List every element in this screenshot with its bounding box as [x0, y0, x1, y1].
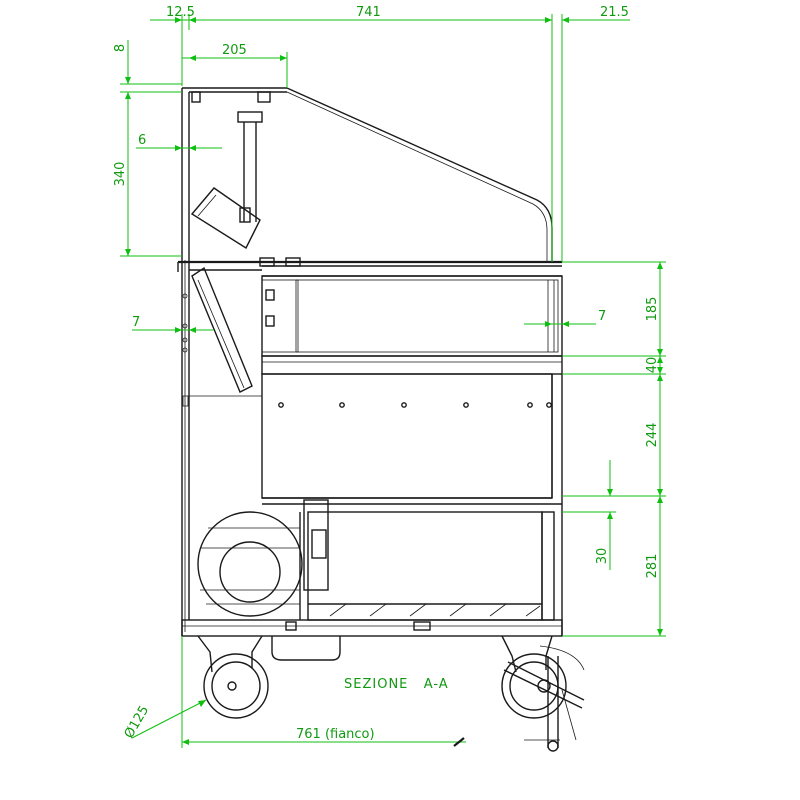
dim-overall-width: 741	[356, 5, 381, 20]
dim-bottom-height: 281	[645, 554, 660, 579]
section-title: SEZIONE A-A	[344, 677, 449, 692]
dim-wheel-diameter: Ø125	[122, 703, 153, 741]
dim-top-left-offset: 12.5	[166, 5, 195, 20]
left-caster	[197, 635, 269, 719]
dim-left-thickness: 7	[132, 315, 140, 330]
dim-tank-height: 185	[645, 297, 660, 322]
tilted-panel	[189, 266, 262, 393]
counter-top	[177, 257, 562, 277]
dim-glass-offset: 6	[138, 133, 146, 148]
dim-canopy-width: 205	[222, 43, 247, 58]
middle-compartment	[189, 373, 563, 636]
right-caster	[501, 635, 585, 752]
lower-compartment	[303, 499, 555, 621]
dim-top-height: 8	[113, 44, 128, 52]
cabinet-outline	[181, 87, 287, 636]
dim-slab-height: 40	[645, 357, 660, 374]
tank	[261, 275, 563, 357]
dim-middle-height: 244	[645, 423, 660, 448]
dim-side-width: 761 (fianco)	[296, 727, 375, 742]
dimension-lines	[120, 14, 666, 748]
dim-right-thickness: 7	[598, 309, 606, 324]
dim-top-right-offset: 21.5	[600, 5, 629, 20]
left-side-holes	[182, 293, 189, 407]
slab	[261, 355, 563, 375]
canopy	[191, 87, 553, 262]
fan-motor	[197, 511, 303, 620]
dim-canopy-height: 340	[113, 162, 128, 187]
base-frame	[181, 619, 563, 661]
dim-shelf-offset: 30	[595, 548, 610, 565]
lamp-assembly	[190, 111, 263, 250]
